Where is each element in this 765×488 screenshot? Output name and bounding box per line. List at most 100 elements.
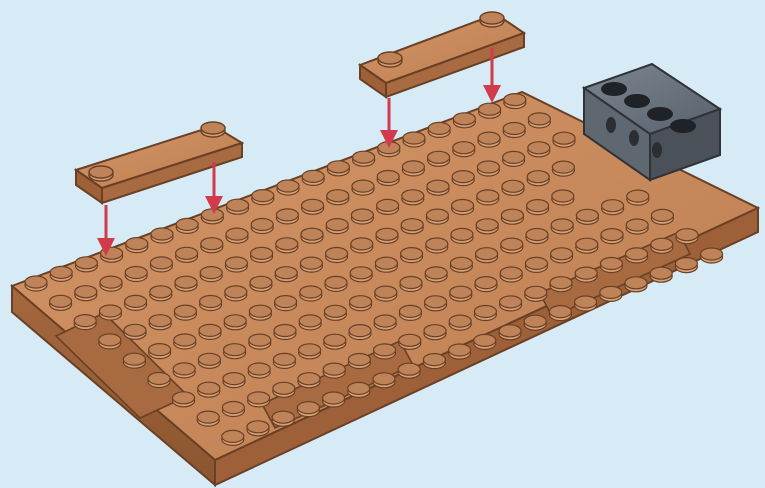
- baseplate-stud: [452, 200, 474, 212]
- baseplate-stud: [227, 199, 249, 211]
- baseplate-stud: [222, 402, 244, 414]
- baseplate-stud: [149, 315, 171, 327]
- baseplate-stud: [249, 334, 271, 346]
- baseplate-stud: [200, 267, 222, 279]
- right-floating-plate: [360, 12, 524, 97]
- baseplate-stud: [250, 276, 272, 288]
- baseplate-stud: [252, 190, 274, 202]
- baseplate-stud: [150, 286, 172, 298]
- baseplate-stud: [552, 161, 574, 173]
- baseplate-stud: [451, 228, 473, 240]
- baseplate-stud: [625, 277, 647, 289]
- baseplate-stud: [149, 344, 171, 356]
- baseplate-stud: [399, 305, 421, 317]
- baseplate-stud: [327, 190, 349, 202]
- baseplate-stud: [426, 209, 448, 221]
- baseplate-stud: [302, 170, 324, 182]
- baseplate-stud: [198, 382, 220, 394]
- baseplate-stud: [300, 257, 322, 269]
- baseplate-stud: [225, 286, 247, 298]
- baseplate-stud: [601, 229, 623, 241]
- baseplate-stud: [150, 257, 172, 269]
- baseplate-stud: [449, 344, 471, 356]
- baseplate-stud: [326, 219, 348, 231]
- baseplate-stud: [124, 324, 146, 336]
- baseplate-stud: [600, 286, 622, 298]
- baseplate-stud: [551, 248, 573, 260]
- baseplate-stud: [402, 161, 424, 173]
- baseplate-stud: [701, 248, 723, 260]
- baseplate-stud: [197, 411, 219, 423]
- baseplate-stud: [525, 286, 547, 298]
- baseplate-stud: [200, 296, 222, 308]
- baseplate-stud: [353, 151, 375, 163]
- baseplate-stud: [401, 248, 423, 260]
- baseplate-stud: [298, 373, 320, 385]
- baseplate-stud: [275, 267, 297, 279]
- baseplate-stud: [527, 200, 549, 212]
- baseplate-stud: [299, 315, 321, 327]
- baseplate-stud: [550, 277, 572, 289]
- baseplate-stud: [326, 248, 348, 260]
- baseplate-stud: [400, 277, 422, 289]
- baseplate-stud: [503, 151, 525, 163]
- baseplate-stud: [176, 247, 198, 259]
- baseplate-stud: [350, 296, 372, 308]
- baseplate-stud: [526, 229, 548, 241]
- baseplate-stud: [424, 325, 446, 337]
- baseplate-stud: [297, 402, 319, 414]
- baseplate-stud: [500, 296, 522, 308]
- baseplate-stud: [301, 228, 323, 240]
- baseplate-stud: [675, 258, 697, 270]
- baseplate-stud: [226, 228, 248, 240]
- baseplate-stud: [251, 247, 273, 259]
- baseplate-stud: [148, 373, 170, 385]
- baseplate-stud: [427, 180, 449, 192]
- baseplate-stud: [453, 142, 475, 154]
- baseplate-stud: [223, 373, 245, 385]
- baseplate-stud: [198, 353, 220, 365]
- baseplate-stud: [324, 334, 346, 346]
- baseplate-stud: [500, 267, 522, 279]
- baseplate-stud: [201, 238, 223, 250]
- baseplate-stud: [600, 258, 622, 270]
- baseplate-stud: [175, 276, 197, 288]
- baseplate-stud: [327, 161, 349, 173]
- baseplate-stud: [474, 334, 496, 346]
- baseplate-stud: [450, 257, 472, 269]
- baseplate-stud: [501, 209, 523, 221]
- baseplate-stud: [425, 267, 447, 279]
- baseplate-stud: [374, 344, 396, 356]
- baseplate-stud: [528, 142, 550, 154]
- baseplate-stud: [478, 132, 500, 144]
- baseplate-stud: [348, 382, 370, 394]
- baseplate-stud: [398, 363, 420, 375]
- baseplate-stud: [453, 113, 475, 125]
- baseplate-stud: [575, 267, 597, 279]
- baseplate-stud: [300, 286, 322, 298]
- baseplate-stud: [50, 266, 72, 278]
- baseplate-stud: [247, 421, 269, 433]
- baseplate-stud: [377, 171, 399, 183]
- baseplate-stud: [323, 392, 345, 404]
- baseplate-stud: [503, 123, 525, 135]
- baseplate-stud: [75, 257, 97, 269]
- baseplate-stud: [527, 171, 549, 183]
- baseplate-stud: [123, 353, 145, 365]
- baseplate-stud: [626, 248, 648, 260]
- baseplate-stud: [575, 296, 597, 308]
- baseplate-stud: [449, 315, 471, 327]
- baseplate-stud: [524, 315, 546, 327]
- baseplate-stud: [100, 276, 122, 288]
- baseplate-stud: [273, 382, 295, 394]
- baseplate-stud: [502, 180, 524, 192]
- baseplate-stud: [299, 344, 321, 356]
- baseplate-stud: [348, 354, 370, 366]
- baseplate-stud: [627, 190, 649, 202]
- baseplate-stud: [475, 277, 497, 289]
- baseplate-stud: [403, 132, 425, 144]
- baseplate-stud: [273, 353, 295, 365]
- baseplate-stud: [173, 392, 195, 404]
- baseplate-stud: [173, 363, 195, 375]
